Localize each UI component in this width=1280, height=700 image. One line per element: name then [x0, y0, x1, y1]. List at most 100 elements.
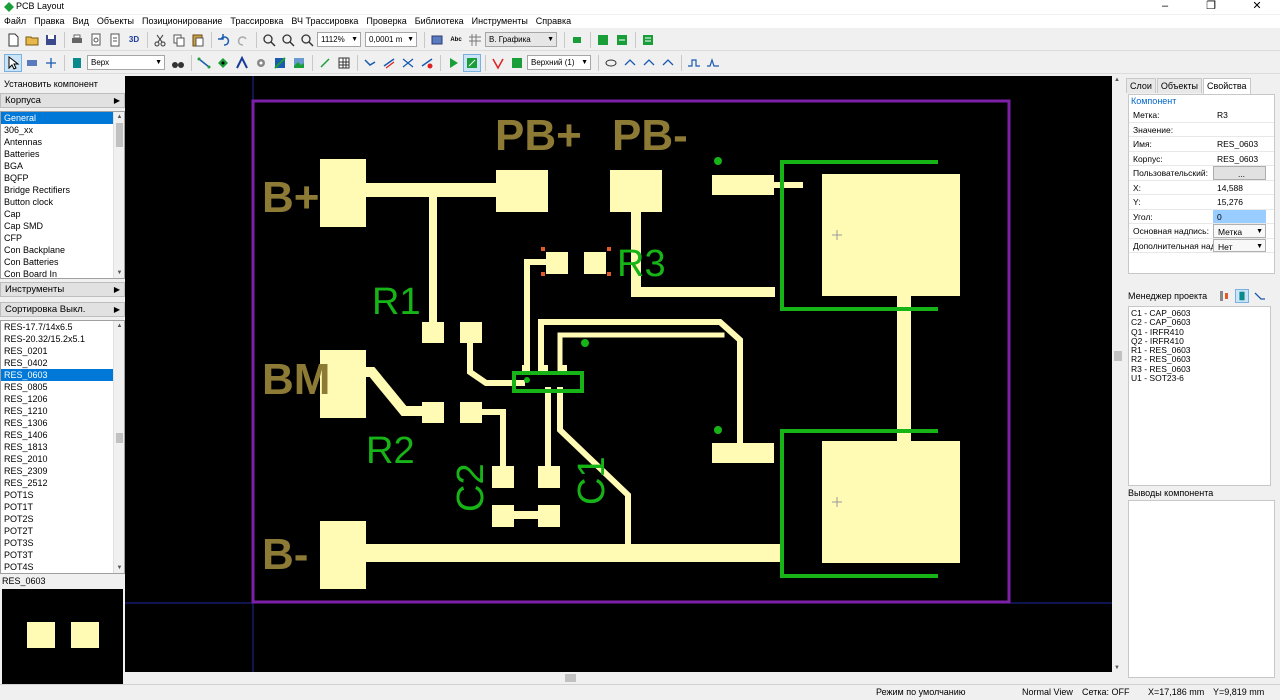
property-value[interactable]: 0: [1213, 209, 1266, 223]
menu-placement[interactable]: Позиционирование: [141, 16, 223, 26]
footprint-list-item[interactable]: POT2T: [4, 526, 34, 536]
package-list-item[interactable]: CFP: [4, 233, 22, 243]
project-manager-item[interactable]: Q2 - IRFR410: [1131, 335, 1184, 346]
package-list-item[interactable]: Batteries: [4, 149, 40, 159]
minimize-button[interactable]: –: [1161, 0, 1169, 12]
tab-layers[interactable]: Слои: [1126, 78, 1156, 93]
menu-tools[interactable]: Инструменты: [471, 16, 528, 26]
layer-stack3-icon[interactable]: [659, 54, 677, 72]
property-value[interactable]: Метка▼: [1213, 224, 1266, 238]
property-value[interactable]: ...: [1213, 166, 1266, 180]
route-split-icon[interactable]: [399, 54, 417, 72]
select-arrow-icon[interactable]: [4, 53, 22, 72]
menu-routing[interactable]: Трассировка: [230, 16, 284, 26]
open-folder-icon[interactable]: [23, 31, 41, 49]
manager-tree-icon[interactable]: [1217, 289, 1231, 303]
measure-icon[interactable]: [23, 54, 41, 72]
project-manager-item[interactable]: R3 - RES_0603: [1131, 363, 1191, 374]
print-icon[interactable]: [68, 31, 86, 49]
image-tool-icon[interactable]: [290, 54, 308, 72]
footprint-list-item[interactable]: RES-17.7/14x6.5: [4, 322, 73, 332]
tab-objects[interactable]: Объекты: [1156, 78, 1203, 93]
footprint-list-item[interactable]: RES_1206: [4, 394, 48, 404]
property-value[interactable]: R3: [1217, 110, 1228, 120]
package-list-item[interactable]: Bridge Rectifiers: [4, 185, 71, 195]
zoom-select[interactable]: 1112%▼: [317, 32, 361, 47]
menu-help[interactable]: Справка: [535, 16, 572, 26]
property-value[interactable]: RES_0603: [1217, 139, 1259, 149]
menu-check[interactable]: Проверка: [366, 16, 407, 26]
footprints-scrollbar[interactable]: ▲▼: [113, 321, 124, 573]
crosshair-icon[interactable]: [42, 54, 60, 72]
packages-scrollbar[interactable]: ▲▼: [113, 112, 124, 278]
drc-settings-icon[interactable]: [508, 54, 526, 72]
redo-icon[interactable]: [234, 31, 252, 49]
via-tool-icon[interactable]: [252, 54, 270, 72]
package-list-item[interactable]: BGA: [4, 161, 24, 171]
component-icon[interactable]: [568, 31, 586, 49]
project-manager-item[interactable]: Q1 - IRFR410: [1131, 326, 1184, 337]
save-icon[interactable]: [42, 31, 60, 49]
new-file-icon[interactable]: [4, 31, 22, 49]
project-manager-item[interactable]: R2 - RES_0603: [1131, 354, 1191, 365]
drc-icon[interactable]: [489, 54, 507, 72]
autoroute-icon[interactable]: [463, 53, 481, 72]
menu-edit[interactable]: Правка: [34, 16, 65, 26]
layer-color-icon[interactable]: [68, 54, 86, 72]
grid-icon[interactable]: [466, 31, 484, 49]
netlist-icon[interactable]: [594, 31, 612, 49]
graphics-mode-select[interactable]: В. Графика▼: [485, 32, 557, 47]
canvas-vertical-scrollbar[interactable]: ▲ ▼: [1112, 76, 1124, 672]
footprint-list-item[interactable]: RES_2512: [4, 478, 48, 488]
tab-properties[interactable]: Свойства: [1203, 78, 1251, 95]
zoom-out-icon[interactable]: [279, 31, 297, 49]
update-icon[interactable]: [613, 31, 631, 49]
menu-library[interactable]: Библиотека: [414, 16, 464, 26]
footprint-list-item[interactable]: POT2S: [4, 514, 34, 524]
layer-stack2-icon[interactable]: [640, 54, 658, 72]
footprint-list-item[interactable]: RES_1210: [4, 406, 48, 416]
tools-header[interactable]: Инструменты▶: [0, 282, 125, 297]
maximize-button[interactable]: ❐: [1206, 0, 1216, 12]
table-icon[interactable]: [335, 54, 353, 72]
package-list-item[interactable]: BQFP: [4, 173, 29, 183]
run-icon[interactable]: [444, 54, 462, 72]
pcb-canvas[interactable]: B+ BM B- PB+ PB- R1 R2 R3 C2 C1: [125, 76, 1112, 672]
package-list-item[interactable]: Cap: [4, 209, 21, 219]
zoom-fit-icon[interactable]: [298, 31, 316, 49]
layer-stack-icon[interactable]: [621, 54, 639, 72]
grid-step-select[interactable]: 0,0001 m▼: [365, 32, 417, 47]
property-value[interactable]: RES_0603: [1217, 153, 1259, 164]
property-value[interactable]: 14,588: [1217, 182, 1243, 193]
footprint-list-item[interactable]: POT4S: [4, 562, 34, 572]
sort-header[interactable]: Сортировка Выкл.▶: [0, 302, 125, 317]
footprint-list-item[interactable]: POT1T: [4, 502, 34, 512]
footprint-list-item[interactable]: POT1S: [4, 490, 34, 500]
route-icon[interactable]: [361, 54, 379, 72]
close-button[interactable]: ✕: [1252, 0, 1262, 12]
menu-rf-routing[interactable]: ВЧ Трассировка: [291, 16, 359, 26]
wave-icon[interactable]: [704, 54, 722, 72]
footprint-list-item[interactable]: RES_0805: [4, 382, 48, 392]
packages-header[interactable]: Корпуса▶: [0, 93, 125, 108]
footprint-list-item[interactable]: RES_1306: [4, 418, 48, 428]
text-tool-button[interactable]: Abc: [450, 36, 462, 43]
package-list-item[interactable]: Con Batteries: [4, 257, 59, 267]
footprint-list-item[interactable]: RES_0402: [4, 358, 48, 368]
export-icon[interactable]: [106, 31, 124, 49]
manager-components-icon[interactable]: [1235, 289, 1249, 303]
route-diff-icon[interactable]: [380, 54, 398, 72]
manager-nets-icon[interactable]: [1253, 289, 1267, 303]
report-icon[interactable]: [639, 31, 657, 49]
copy-icon[interactable]: [170, 31, 188, 49]
polygon-tool-icon[interactable]: [271, 54, 289, 72]
flip-icon[interactable]: [602, 54, 620, 72]
footprint-list-item[interactable]: POT3S: [4, 538, 34, 548]
side-select[interactable]: Верхний (1)▼: [527, 55, 591, 70]
project-manager-item[interactable]: C2 - CAP_0603: [1131, 317, 1191, 328]
package-list-item[interactable]: Button clock: [4, 197, 54, 207]
pulse-icon[interactable]: [685, 54, 703, 72]
